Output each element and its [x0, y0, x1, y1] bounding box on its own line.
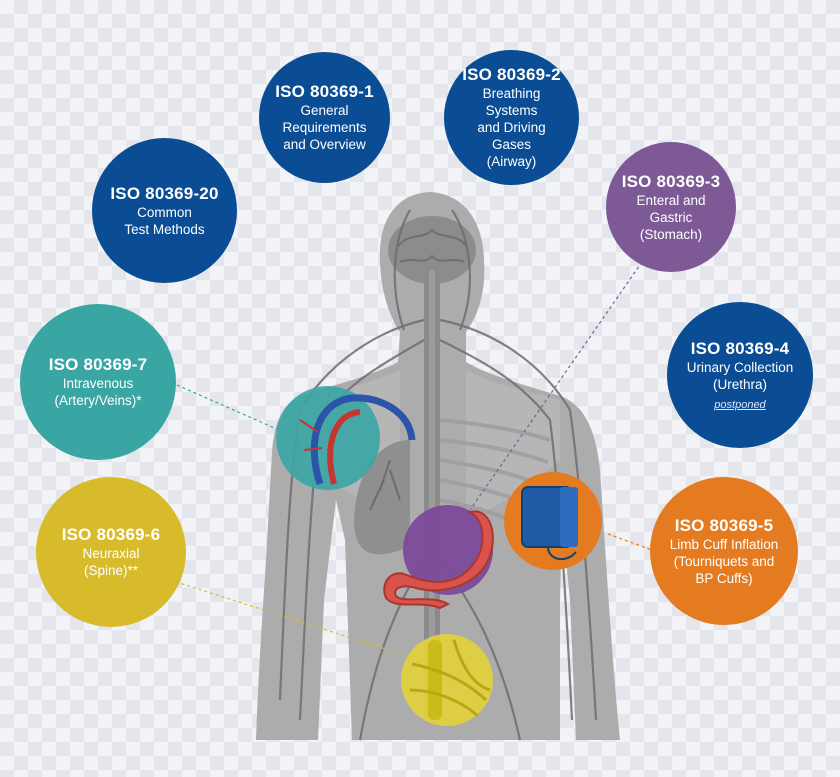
badge-code: ISO 80369-5 [674, 515, 774, 535]
stomach-circle [383, 505, 494, 610]
badge-code: ISO 80369-1 [275, 82, 374, 101]
brain [388, 216, 476, 284]
badge-description: General Requirements and Overview [282, 103, 367, 152]
badge-iso-80369-20[interactable]: ISO 80369-20 Common Test Methods [92, 138, 237, 283]
artery-veins-circle [276, 386, 416, 490]
badge-description: Common Test Methods [124, 204, 205, 237]
badge-code: ISO 80369-4 [690, 339, 790, 358]
badge-description: Enteral and Gastric (Stomach) [636, 192, 706, 242]
badge-description: Limb Cuff Inflation (Tourniquets and BP … [669, 536, 779, 586]
bp-cuff-circle [504, 472, 602, 570]
badge-iso-80369-7[interactable]: ISO 80369-7 Intravenous (Artery/Veins)* [20, 304, 176, 460]
badge-iso-80369-6[interactable]: ISO 80369-6 Neuraxial (Spine)** [36, 477, 186, 627]
leader-lines [169, 261, 667, 661]
badge-code: ISO 80369-6 [61, 525, 161, 544]
badge-iso-80369-2[interactable]: ISO 80369-2 Breathing Systems and Drivin… [444, 50, 579, 185]
badge-description: Breathing Systems and Driving Gases (Air… [477, 86, 546, 169]
badge-iso-80369-3[interactable]: ISO 80369-3 Enteral and Gastric (Stomach… [606, 142, 736, 272]
badge-code: ISO 80369-7 [48, 355, 148, 374]
badge-description: Neuraxial (Spine)** [82, 546, 140, 578]
postponed-note[interactable]: postponed [714, 399, 766, 411]
badge-code: ISO 80369-2 [462, 65, 561, 84]
badge-code: ISO 80369-20 [110, 183, 219, 203]
badge-description: Urinary Collection (Urethra) [686, 360, 794, 392]
badge-iso-80369-5[interactable]: ISO 80369-5 Limb Cuff Inflation (Tourniq… [650, 477, 798, 625]
badge-iso-80369-4[interactable]: ISO 80369-4 Urinary Collection (Urethra)… [667, 302, 813, 448]
badge-code: ISO 80369-3 [621, 171, 721, 191]
badge-description: Intravenous (Artery/Veins)* [54, 376, 142, 408]
badge-iso-80369-1[interactable]: ISO 80369-1 General Requirements and Ove… [259, 52, 390, 183]
spine-circle [401, 634, 493, 726]
